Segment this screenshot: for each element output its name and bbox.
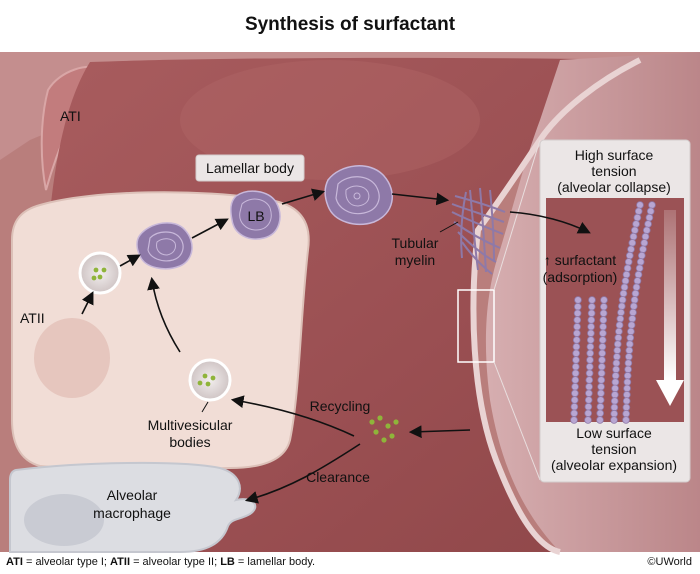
vesicle-2 (188, 358, 232, 402)
lamellar-body-1 (136, 222, 193, 270)
abbreviation-footnote: ATI = alveolar type I; ATII = alveolar t… (6, 556, 315, 568)
label-high-tension-1: High surface (575, 147, 654, 163)
arrow-mvb-to-lb (147, 276, 181, 353)
lamellar-body-secreted (324, 165, 393, 226)
tension-arrow-head (656, 380, 684, 406)
tension-arrow-shaft (664, 210, 676, 380)
label-lamellar-body: Lamellar body (206, 160, 294, 176)
label-ati: ATI (60, 108, 81, 124)
zoom-region-box (457, 289, 495, 363)
label-recycling: Recycling (310, 398, 371, 414)
arrow-clearance (244, 443, 361, 504)
label-clearance: Clearance (306, 469, 370, 485)
mvb-leader (201, 401, 209, 413)
arrow-lb-to-secreted (281, 188, 326, 205)
surfactant-particles (369, 415, 399, 443)
footnote-lb-abbr: LB (220, 556, 235, 568)
alveolar-lining (470, 57, 642, 555)
label-high-tension-2: tension (591, 163, 636, 179)
tubular-leader (439, 221, 459, 233)
label-high-tension-3: (alveolar collapse) (557, 179, 671, 195)
lamellar-body-lb (230, 190, 281, 240)
vesicle-1 (78, 251, 122, 295)
label-alveolar: Alveolar (107, 487, 158, 503)
label-bodies: bodies (169, 434, 210, 450)
macrophage-nucleus (24, 494, 104, 546)
arrow-tubular-to-panel (509, 211, 591, 234)
label-macrophage: macrophage (93, 505, 171, 521)
footnote-atii-abbr: ATII (110, 556, 131, 568)
label-myelin: myelin (395, 252, 435, 268)
label-low-tension-1: Low surface (576, 425, 652, 441)
zoom-line-bottom (493, 361, 541, 481)
atii-nucleus (34, 318, 110, 398)
label-low-tension-3: (alveolar expansion) (551, 457, 677, 473)
tubular-myelin (451, 187, 506, 275)
label-adsorption: (adsorption) (543, 269, 618, 285)
footnote-ati-abbr: ATI (6, 556, 23, 568)
footnote-lb-def: = lamellar body. (234, 556, 316, 568)
copyright-notice: ©UWorld (647, 556, 692, 568)
phospholipid-layers (570, 201, 656, 424)
label-low-tension-2: tension (591, 441, 636, 457)
label-atii: ATII (20, 310, 45, 326)
label-multivesicular: Multivesicular (148, 417, 233, 433)
label-tubular: Tubular (392, 235, 439, 251)
footnote-ati-def: = alveolar type I; (22, 556, 111, 568)
arrow-lining-to-particles (408, 425, 471, 439)
diagram-title: Synthesis of surfactant (244, 14, 456, 35)
lamellar-body-label-box (195, 154, 305, 182)
arrow-lb1-to-lb (191, 218, 229, 239)
footnote-atii-def: = alveolar type II; (130, 556, 221, 568)
space-highlight (180, 60, 480, 180)
arrow-secreted-to-tubular (391, 192, 450, 206)
label-surfactant: ↑ surfactant (544, 252, 616, 268)
arrow-atii-to-vesicle (81, 291, 94, 315)
label-lb: LB (247, 208, 264, 224)
zoom-line-top (493, 139, 541, 291)
arrow-recycling (230, 395, 355, 437)
arrow-vesicle-to-lb1 (119, 254, 141, 267)
